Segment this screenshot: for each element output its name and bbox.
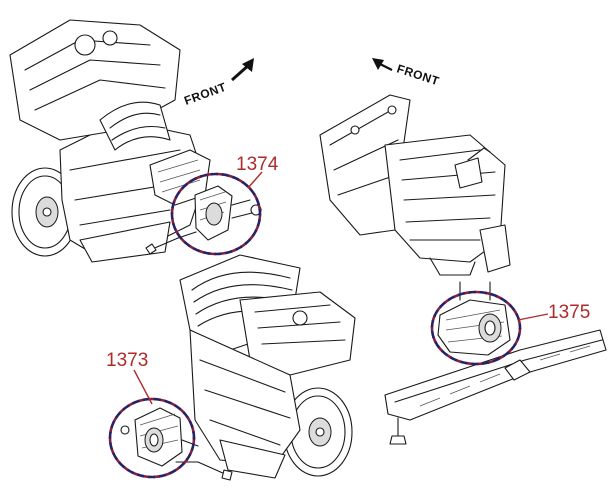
callout-label-1373: 1373 xyxy=(106,350,148,371)
trans-mount-1375-part xyxy=(437,281,511,356)
engine-front-arrow-icon xyxy=(231,58,254,82)
engine-front-indicator: FRONT xyxy=(182,80,228,108)
trans-front-indicator: FRONT xyxy=(395,62,441,89)
leader-line-1373 xyxy=(133,369,153,405)
engine-front-label: FRONT xyxy=(182,80,228,108)
leader-line-1374 xyxy=(247,171,263,189)
engine-mount-1373-part xyxy=(120,407,199,467)
trans-front-label: FRONT xyxy=(395,62,441,89)
callout-ring-1374-inner xyxy=(170,172,262,256)
leader-line-1375 xyxy=(517,313,549,321)
callout-ring-1375-inner xyxy=(430,290,522,366)
crossmember-illustration xyxy=(384,329,607,445)
callout-label-1374: 1374 xyxy=(236,154,279,175)
transmission-illustration xyxy=(319,94,511,276)
callout-ring-1373-inner xyxy=(108,397,196,479)
front-arrow-transmission xyxy=(372,58,393,71)
engine-upper-illustration xyxy=(9,19,211,263)
callout-label-1375: 1375 xyxy=(548,302,590,323)
engine-lower-illustration xyxy=(179,254,356,481)
